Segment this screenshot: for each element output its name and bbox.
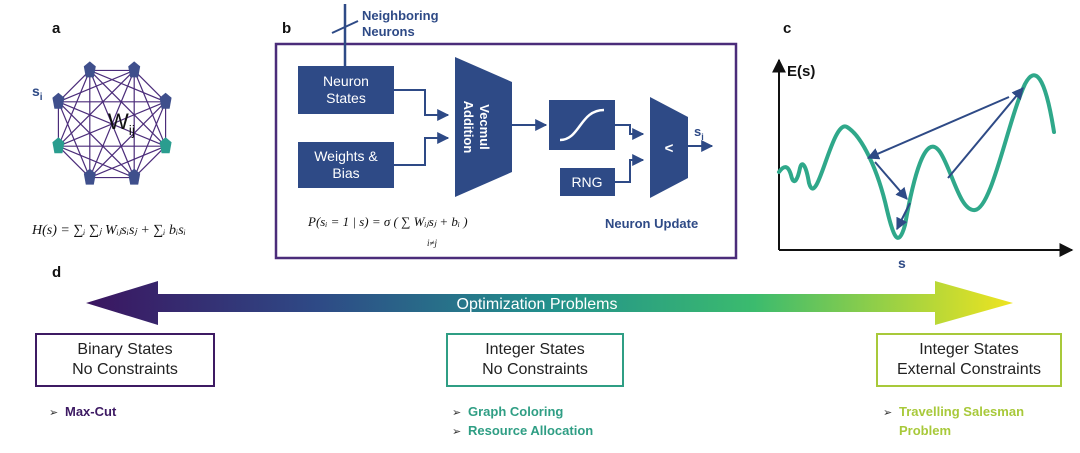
sigmoid-to-comparator-arrow <box>615 124 645 140</box>
graph-node <box>52 92 65 109</box>
optimization-problems-label: Optimization Problems <box>457 296 618 313</box>
category-box-constrained: Integer States External Constraints <box>876 333 1062 387</box>
category-constrained-line2: External Constraints <box>896 361 1042 378</box>
energy-landscape-curve <box>777 73 1056 240</box>
graph-node <box>52 137 65 154</box>
update-equation-subscript: i≠j <box>427 238 437 248</box>
vecmul-adder-block <box>455 57 512 197</box>
integer-examples-list: ➢Graph Coloring ➢Resource Allocation <box>452 403 593 441</box>
weights-bias-block <box>298 142 394 188</box>
panel-a-letter: a <box>52 20 61 37</box>
graph-edge <box>89 70 135 178</box>
comparator-label: < <box>665 140 674 157</box>
graph-node <box>159 137 172 154</box>
category-integer-line1: Integer States <box>485 341 585 358</box>
graph-edge <box>89 69 167 147</box>
graph-node <box>128 61 141 78</box>
energy-axis-label: E(s) <box>787 63 815 80</box>
neuron-update-caption: Neuron Update <box>605 216 698 231</box>
neuron-states-block <box>298 66 394 114</box>
graph-edge <box>133 145 167 179</box>
bus-slash <box>331 20 359 34</box>
list-item: Problem <box>899 423 952 438</box>
hamiltonian-equation: H(s) = ∑ᵢ ∑ⱼ Wᵢⱼsᵢsⱼ + ∑ᵢ bᵢsᵢ <box>31 223 186 238</box>
graph-edge <box>57 70 91 147</box>
category-box-integer: Integer States No Constraints <box>446 333 624 387</box>
binary-examples-list: ➢Max-Cut <box>49 403 116 422</box>
list-item: ➢Graph Coloring <box>452 403 593 422</box>
category-constrained-line1: Integer States <box>919 341 1019 358</box>
graph-edge <box>57 101 91 178</box>
node-state-label: si <box>32 83 43 103</box>
adder-label: VecmulAddition <box>461 101 492 154</box>
rng-to-comparator-arrow <box>615 154 645 183</box>
graph-edge <box>58 145 135 179</box>
graph-edge <box>57 69 91 103</box>
graph-node <box>83 168 96 185</box>
rng-label: RNG <box>571 174 602 190</box>
category-binary-line1: Binary States <box>77 341 173 358</box>
trajectory-step-4 <box>896 202 911 231</box>
category-box-binary: Binary States No Constraints <box>35 333 215 387</box>
panel-d-letter: d <box>52 264 61 281</box>
graph-edge <box>133 69 167 103</box>
comparator-block <box>650 97 688 198</box>
list-item: ➢Max-Cut <box>49 403 116 422</box>
fully-connected-graph <box>52 61 172 185</box>
annealing-trajectory <box>866 87 1024 231</box>
trajectory-step-1 <box>947 87 1024 179</box>
list-item: ➢Travelling Salesman <box>883 403 1024 422</box>
sigmoid-curve-icon <box>559 108 605 142</box>
bullet-arrow-icon: ➢ <box>49 407 59 419</box>
trajectory-step-3 <box>874 161 908 200</box>
rng-block <box>560 168 615 196</box>
bullet-arrow-icon: ➢ <box>452 426 462 438</box>
optimization-spectrum-arrow <box>86 281 1013 325</box>
graph-node <box>128 168 141 185</box>
trajectory-step-2 <box>866 96 1010 160</box>
category-integer-line2: No Constraints <box>482 361 588 378</box>
output-label: si <box>694 124 704 142</box>
weight-label: Wij <box>108 109 135 138</box>
state-axis-label: s <box>898 255 906 271</box>
constrained-examples-list: ➢Travelling Salesman Problem <box>883 403 1024 440</box>
update-equation: P(sᵢ = 1 | s) = σ ( ∑ Wᵢⱼsⱼ + bᵢ ) <box>307 214 468 229</box>
graph-edge <box>89 69 166 103</box>
states-to-adder-arrow <box>394 89 450 121</box>
graph-edge <box>57 145 91 179</box>
category-binary-line2: No Constraints <box>72 361 178 378</box>
graph-node <box>159 92 172 109</box>
panel-c-letter: c <box>783 20 791 37</box>
list-item: ➢Resource Allocation <box>452 422 593 441</box>
bullet-arrow-icon: ➢ <box>883 407 893 419</box>
bullet-arrow-icon: ➢ <box>452 407 462 419</box>
panel-b-letter: b <box>282 20 291 37</box>
graph-node <box>83 61 96 78</box>
weights-to-adder-arrow <box>394 132 450 166</box>
weights-bias-label: Weights &Bias <box>314 148 378 181</box>
